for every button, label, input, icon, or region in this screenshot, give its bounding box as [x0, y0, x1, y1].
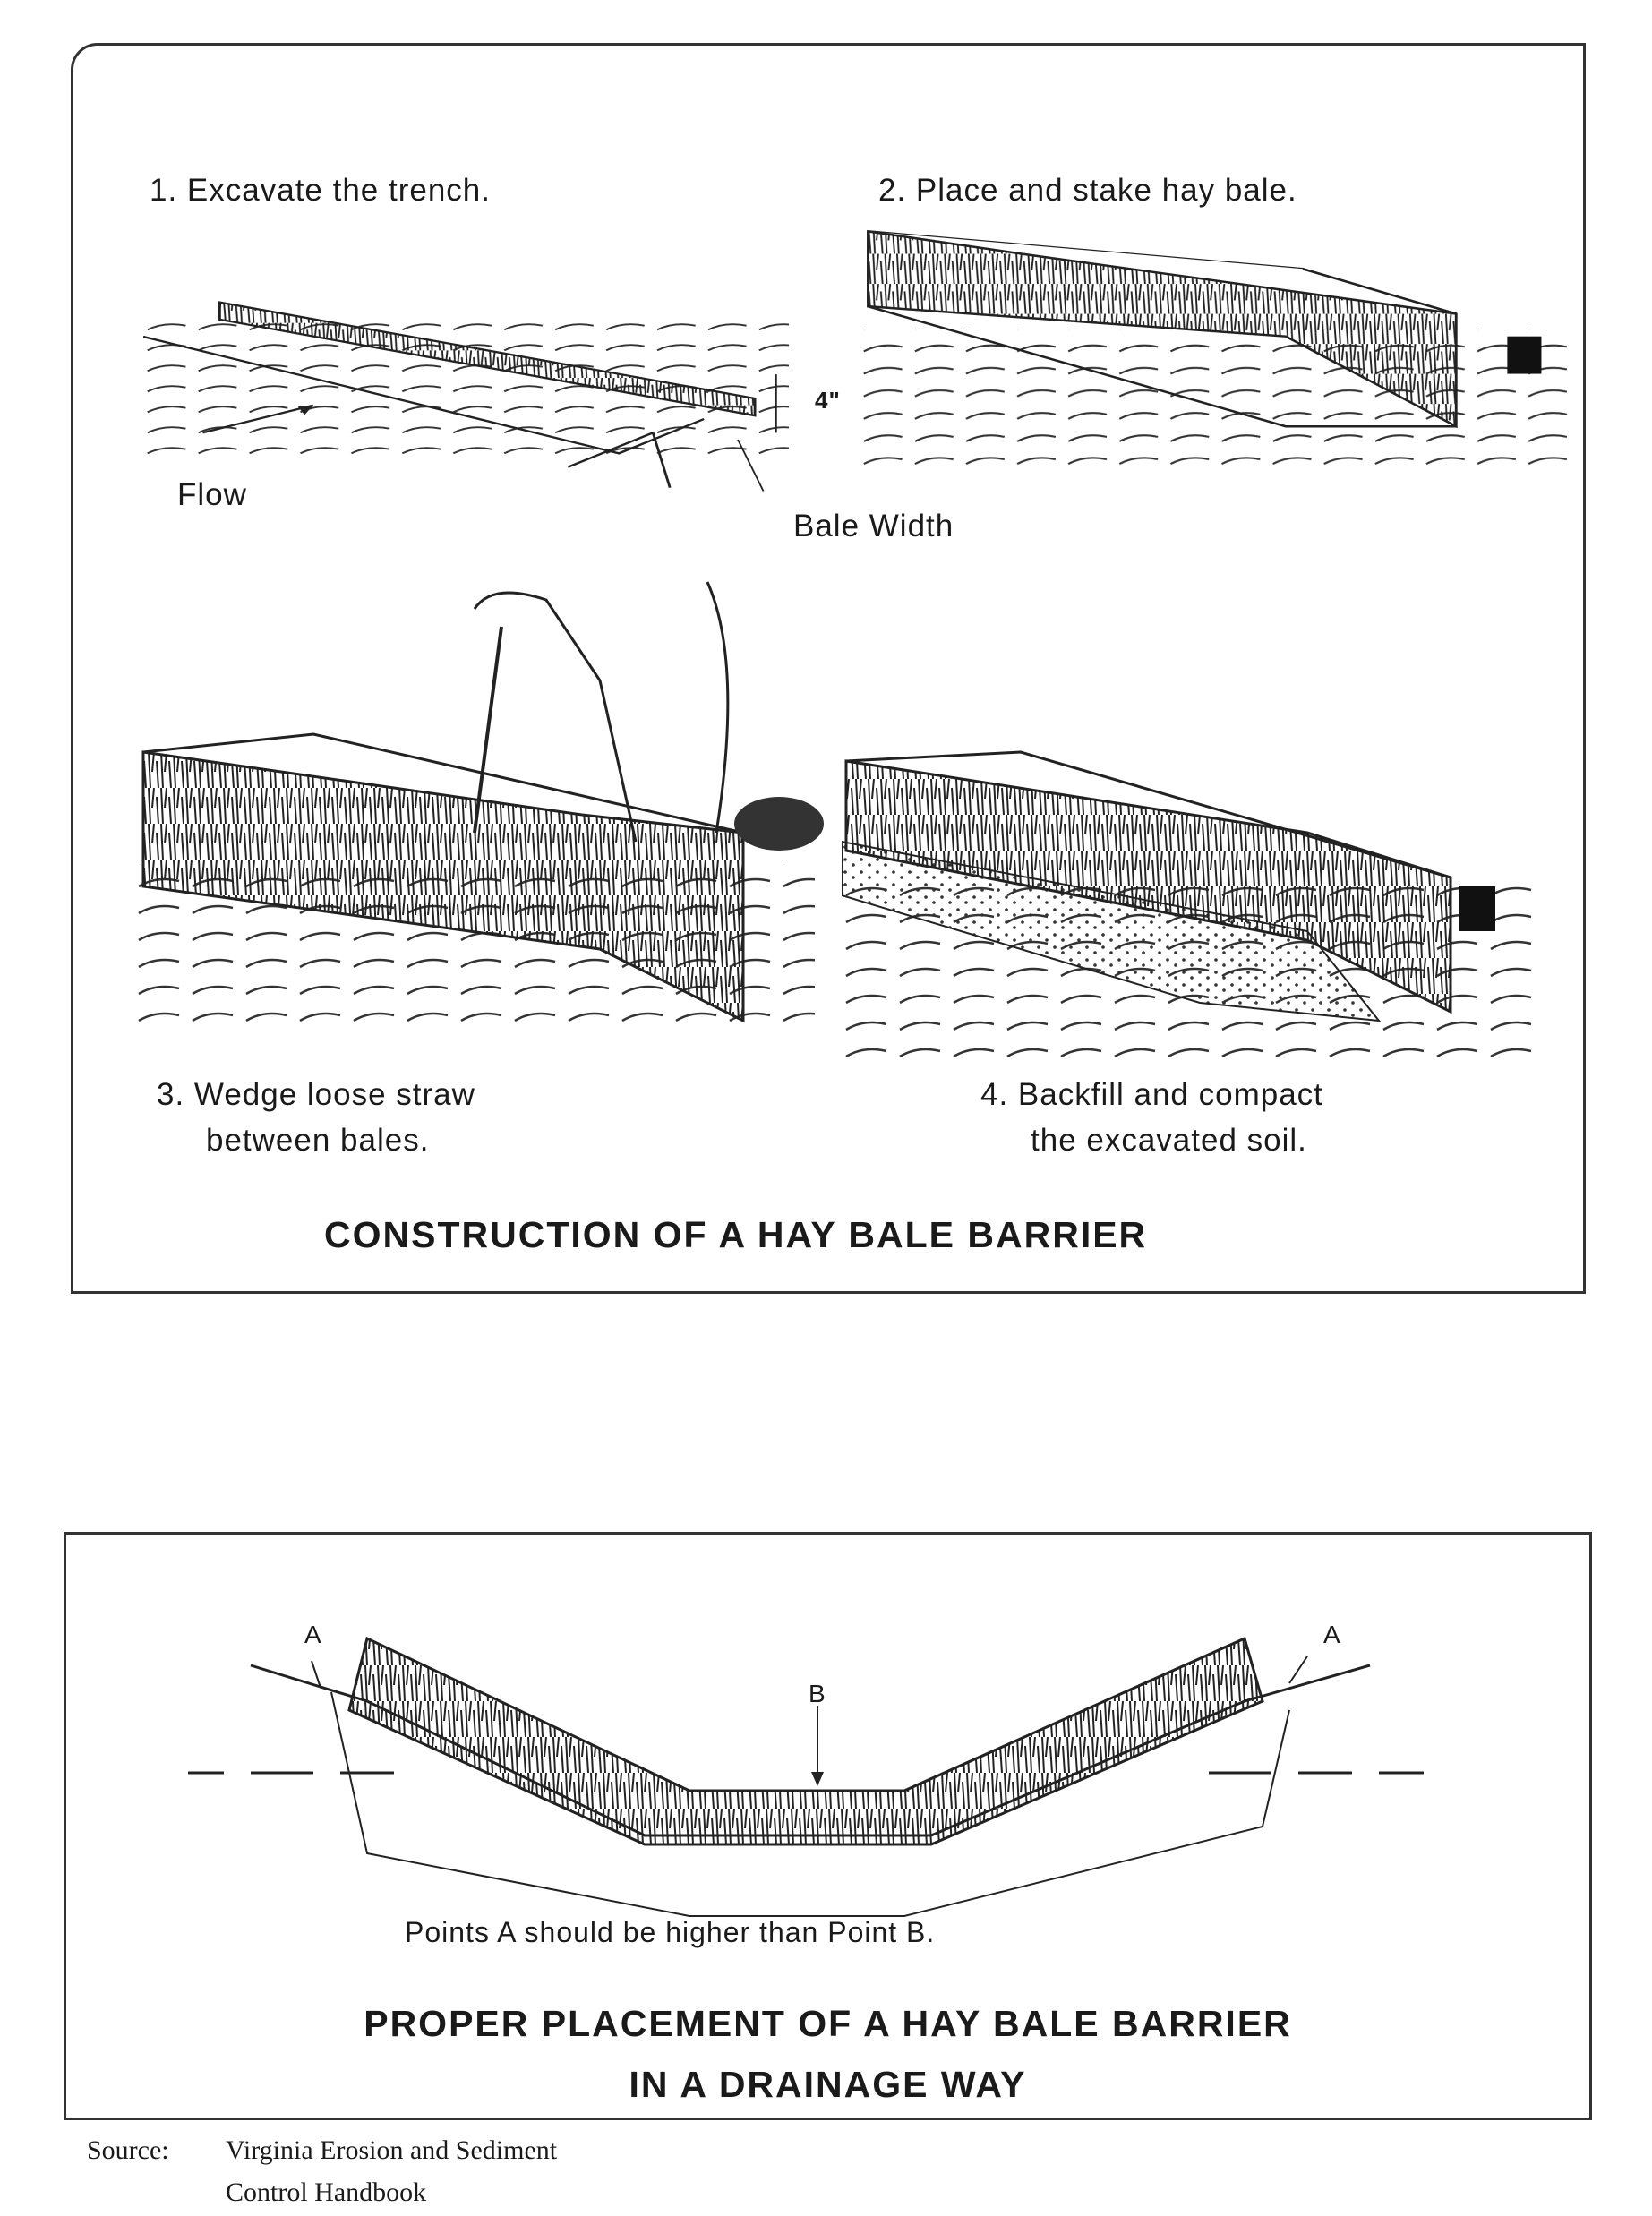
source-line1: Virginia Erosion and Sediment	[226, 2135, 558, 2165]
worker-figure	[473, 581, 730, 843]
step-3-label: 3. Wedge loose straw	[157, 1077, 475, 1112]
placement-note: Points A should be higher than Point B.	[405, 1916, 936, 1948]
drainage-way-illustration	[188, 1636, 1424, 1917]
step-1-label: 1. Excavate the trench.	[150, 173, 491, 208]
trench-illustration	[143, 301, 790, 492]
staked-bales-illustration	[860, 229, 1567, 479]
flow-arrow-icon	[297, 405, 313, 415]
step-4-label-line2: the excavated soil.	[1031, 1123, 1307, 1158]
flow-label: Flow	[177, 477, 247, 512]
placement-figure	[64, 1532, 1592, 2120]
bale-width-label: Bale Width	[793, 509, 954, 543]
depth-label: 4"	[815, 387, 841, 414]
point-a-left-label: A	[304, 1621, 322, 1648]
point-b-label: B	[809, 1680, 826, 1707]
placement-title-line1: PROPER PLACEMENT OF A HAY BALE BARRIER	[364, 2003, 1292, 2044]
step-4-label: 4. Backfill and compact	[980, 1077, 1323, 1112]
source-label: Source:	[87, 2135, 169, 2165]
arrow-down-icon	[811, 1772, 824, 1786]
construction-figure	[71, 43, 1586, 1294]
construction-title: CONSTRUCTION OF A HAY BALE BARRIER	[324, 1214, 1148, 1255]
backfill-illustration	[842, 750, 1540, 1057]
point-a-right-label: A	[1323, 1621, 1341, 1648]
placement-title-line2: IN A DRAINAGE WAY	[629, 2064, 1027, 2105]
wedge-straw-illustration	[134, 581, 824, 1039]
source-line2: Control Handbook	[226, 2177, 427, 2207]
step-2-label: 2. Place and stake hay bale.	[878, 173, 1297, 208]
step-3-label-line2: between bales.	[206, 1123, 430, 1158]
placement-title: PROPER PLACEMENT OF A HAY BALE BARRIER I…	[64, 1993, 1592, 2115]
